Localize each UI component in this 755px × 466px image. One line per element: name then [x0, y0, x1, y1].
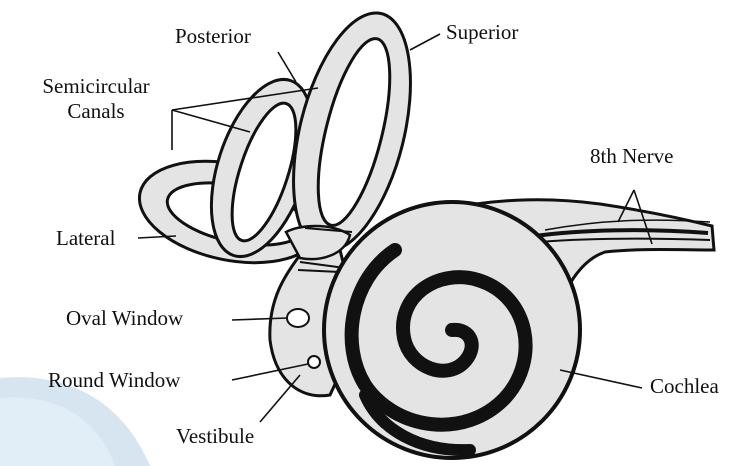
- label-semicircular-line1: Semicircular: [20, 74, 172, 99]
- pointer-posterior: [278, 52, 296, 82]
- cochlea-shape: [324, 202, 580, 458]
- label-semicircular-line2: Canals: [20, 99, 172, 124]
- pointer-vestibule: [260, 375, 300, 422]
- label-8th-nerve: 8th Nerve: [590, 146, 673, 167]
- oval-window-shape: [287, 309, 309, 327]
- label-lateral: Lateral: [56, 228, 115, 249]
- label-vestibule: Vestibule: [176, 426, 254, 447]
- label-cochlea: Cochlea: [650, 376, 719, 397]
- round-window-shape: [308, 356, 320, 368]
- label-round-window: Round Window: [48, 370, 180, 391]
- pointer-superior: [410, 34, 440, 50]
- label-posterior: Posterior: [175, 26, 251, 47]
- label-oval-window: Oval Window: [66, 308, 183, 329]
- label-semicircular-canals: Semicircular Canals: [20, 74, 172, 124]
- label-superior: Superior: [446, 22, 518, 43]
